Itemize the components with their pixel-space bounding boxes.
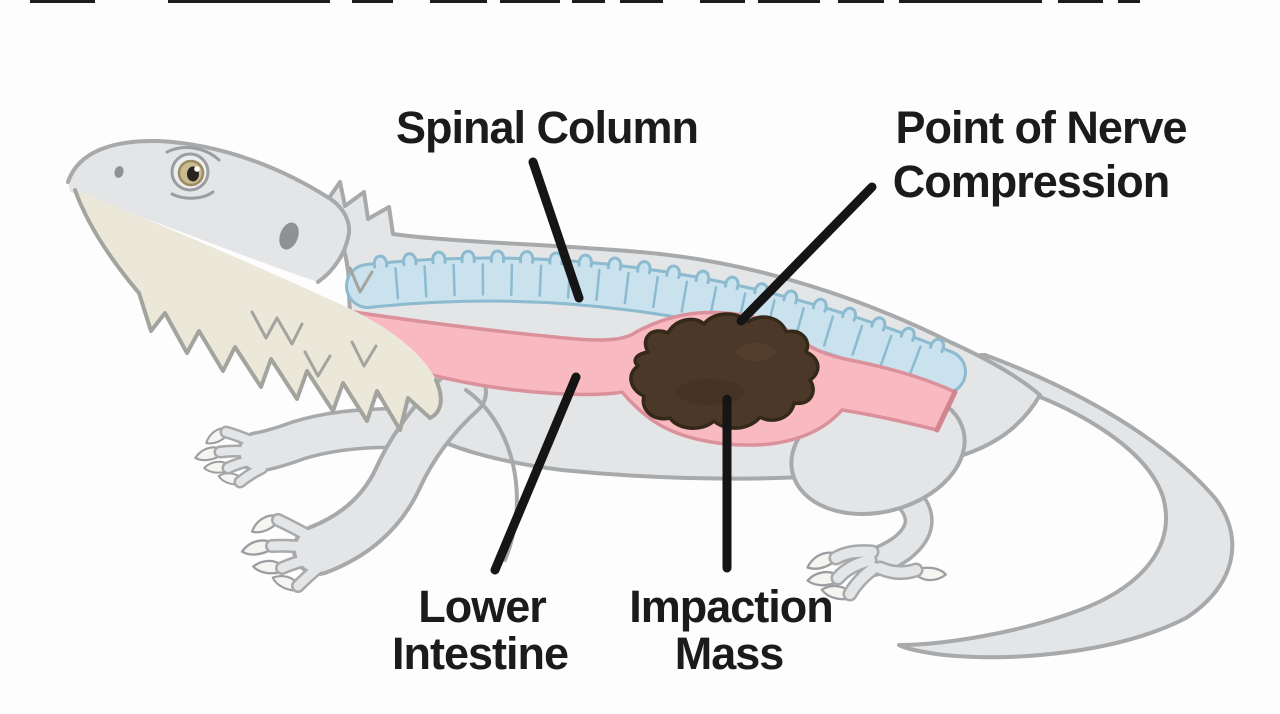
lower-intestine-leader-line <box>490 372 581 575</box>
front-leg-near <box>240 366 519 596</box>
vertebra-knob <box>636 260 652 275</box>
vertebra-separator <box>822 315 835 347</box>
top-edge-artifact <box>30 0 1140 3</box>
vertebra-knob <box>577 253 593 268</box>
lizard-tail <box>897 353 1235 660</box>
vertebra-separator <box>510 263 514 297</box>
nerve-compression-label-line1: Point of Nerve <box>895 102 1186 153</box>
vertebra-separator <box>595 268 601 302</box>
vertebra-knob <box>811 297 828 313</box>
eye <box>165 146 221 200</box>
vertebra-knob <box>606 256 623 271</box>
vertebra-knob <box>694 269 711 285</box>
nerve-compression-label-line2: Compression <box>893 156 1170 207</box>
vertebra-knob <box>402 252 418 267</box>
vertebra-knob <box>519 250 535 264</box>
vertebra-knob <box>841 306 857 322</box>
vertebra-separator <box>423 265 428 298</box>
vertebra-separator <box>652 275 659 309</box>
front-leg-far <box>194 407 416 490</box>
vertebra-separator <box>851 324 864 356</box>
vertebra-knob <box>665 264 681 279</box>
lower-intestine-label-line2: Intestine <box>392 628 568 679</box>
nostril <box>114 166 124 178</box>
vertebra-knob <box>431 250 447 265</box>
lizard-head <box>66 138 443 432</box>
vertebra-separator <box>623 271 630 305</box>
vertebra-knob <box>870 316 887 332</box>
vertebra-knob <box>723 275 740 291</box>
vertebra-separator <box>538 264 543 297</box>
spinal-column-leader-line <box>528 157 584 303</box>
vertebra-separator <box>908 345 922 376</box>
beard <box>75 190 441 430</box>
vertebra-knob <box>929 337 945 354</box>
vertebra-knob <box>372 254 389 269</box>
lizard-illustration <box>66 138 1235 660</box>
vertebra-separator <box>680 280 689 313</box>
ear <box>279 222 299 250</box>
vertebra-separator <box>879 334 893 366</box>
spinal-column-label: Spinal Column <box>396 102 698 153</box>
lower-intestine-label-line1: Lower <box>418 581 546 632</box>
vertebra-knob <box>782 289 799 305</box>
vertebra-knob <box>899 326 916 342</box>
impaction-mass-label-line1: Impaction <box>629 581 833 632</box>
vertebra-separator <box>394 267 400 300</box>
nerve-compression-leader-line <box>736 182 877 326</box>
impaction-mass-label-line2: Mass <box>675 628 784 679</box>
vertebra-separator <box>452 263 456 297</box>
vertebra-knob <box>460 249 476 264</box>
vertebra-knob <box>489 249 505 264</box>
impaction-mass-graphic <box>629 312 820 430</box>
